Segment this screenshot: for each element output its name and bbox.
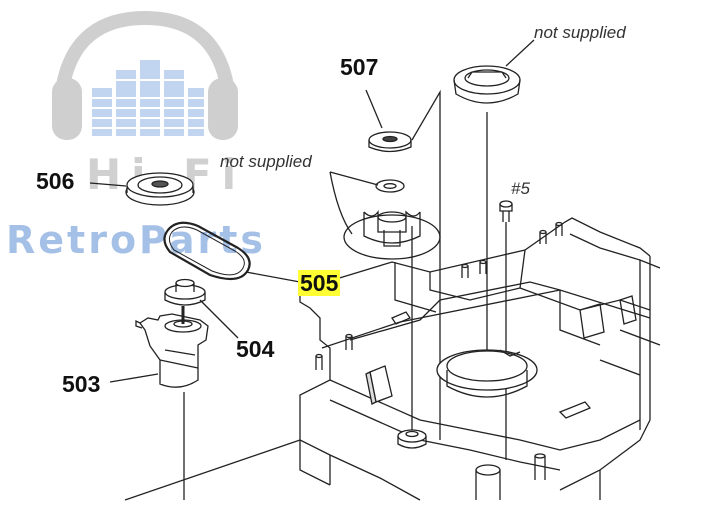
washer-507 — [368, 131, 412, 153]
note-not-supplied-right: not supplied — [534, 23, 626, 42]
part-505-highlight: 505 — [298, 270, 341, 296]
pulley-506 — [125, 172, 195, 206]
belt-505 — [163, 221, 251, 281]
turntable-disc — [343, 210, 441, 260]
label-screw-5: #5 — [511, 179, 530, 198]
label-part-506: 506 — [36, 168, 75, 194]
motor-503 — [135, 306, 209, 388]
label-part-505: 505 — [298, 270, 341, 297]
chassis — [124, 217, 661, 501]
top-cap — [453, 65, 521, 104]
gear-504 — [164, 278, 206, 306]
note-not-supplied-left: not supplied — [220, 152, 312, 171]
label-part-503: 503 — [62, 371, 101, 397]
label-part-504: 504 — [236, 336, 275, 362]
label-part-507: 507 — [340, 54, 379, 80]
watermark-text-retroparts: RetroParts — [6, 218, 267, 262]
screw-5 — [499, 200, 513, 222]
small-washer — [375, 179, 405, 193]
